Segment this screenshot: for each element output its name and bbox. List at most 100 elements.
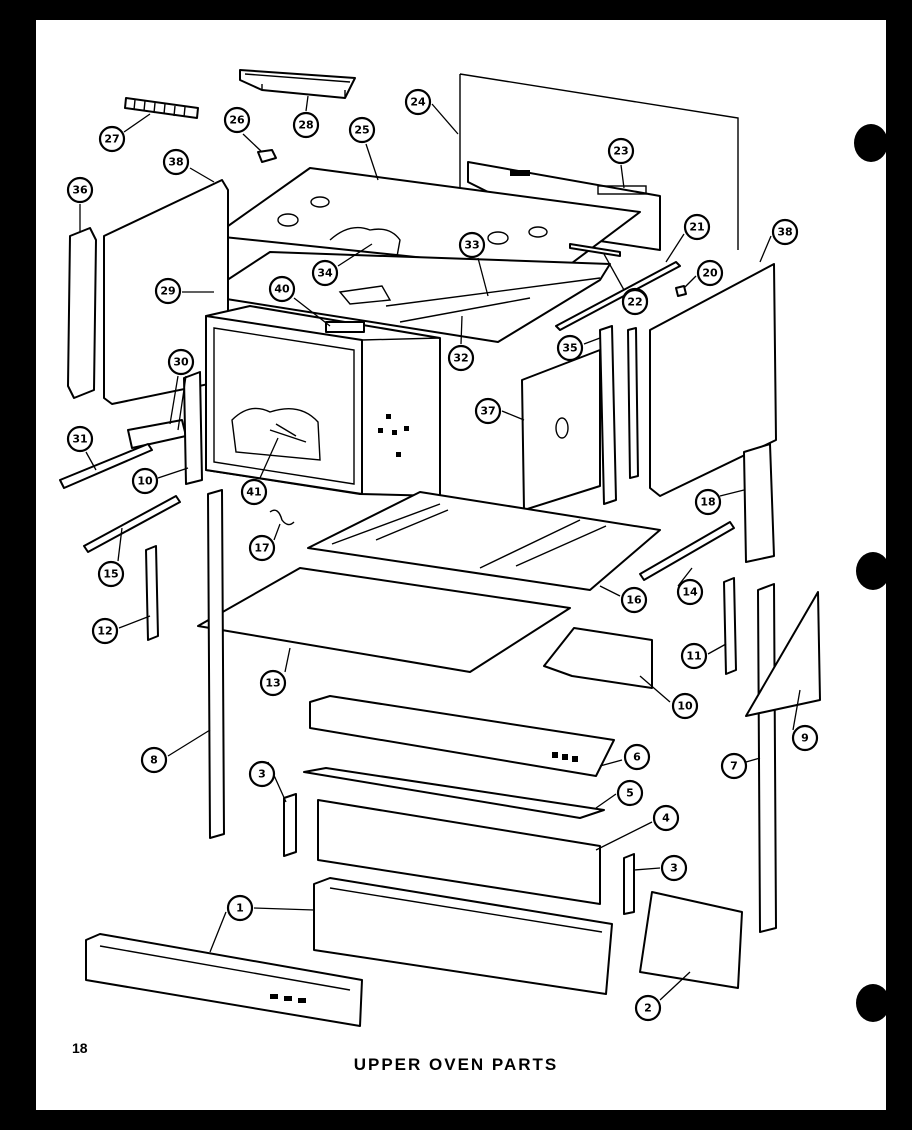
callout-number: 3 (258, 768, 266, 781)
part-2-access-plate (639, 891, 743, 989)
callout-10: 10 (131, 467, 159, 495)
callout-number: 12 (97, 625, 112, 638)
part-24-back-panel (459, 73, 739, 250)
callout-15: 15 (97, 560, 125, 588)
part-28-top-bracket (239, 69, 356, 99)
part-22-strip (569, 243, 621, 257)
part-1-control-panel (85, 933, 363, 1027)
callout-number: 17 (254, 542, 269, 555)
callout-number: 10 (137, 475, 153, 488)
callout-29: 29 (154, 277, 182, 305)
callout-33: 33 (458, 231, 486, 259)
part-16-oven-bottom (307, 491, 661, 591)
part-27-vent-strip (124, 97, 199, 119)
callout-18: 18 (694, 488, 722, 516)
callout-2: 2 (634, 994, 662, 1022)
callout-35: 35 (556, 334, 584, 362)
callout-13: 13 (259, 669, 287, 697)
part-36-left-trim (67, 227, 97, 399)
callout-number: 4 (662, 812, 670, 825)
callout-number: 7 (730, 760, 738, 773)
part-8-left-long-trim (207, 489, 225, 839)
part-21-side-strip (555, 261, 681, 331)
callout-38: 38 (162, 148, 190, 176)
part-14-strip (639, 521, 735, 581)
callout-number: 8 (150, 754, 158, 767)
part-10-lower-channel (543, 627, 653, 689)
callout-14: 14 (676, 578, 704, 606)
callout-31: 31 (66, 425, 94, 453)
callout-number: 22 (627, 296, 642, 309)
callout-number: 37 (480, 405, 495, 418)
callout-number: 33 (464, 239, 479, 252)
callout-number: 38 (777, 226, 792, 239)
part-12-bracket (145, 545, 159, 641)
callout-number: 38 (168, 156, 183, 169)
callout-27: 27 (98, 125, 126, 153)
part-13-bottom-panel (197, 567, 571, 673)
callout-8: 8 (140, 746, 168, 774)
callout-number: 20 (702, 267, 718, 280)
callout-number: 36 (72, 184, 88, 197)
leader-lines (79, 95, 801, 1001)
callout-6: 6 (623, 743, 651, 771)
callout-number: 9 (801, 732, 809, 745)
part-38-right-side-panel (649, 263, 777, 497)
part-3-left-bracket (283, 793, 297, 857)
callout-number: 3 (670, 862, 678, 875)
callout-number: 18 (700, 496, 715, 509)
part-17-spring (269, 509, 295, 526)
callout-10: 10 (671, 692, 699, 720)
callout-number: 28 (298, 119, 313, 132)
callout-4: 4 (652, 804, 680, 832)
part-18-channel (743, 443, 775, 563)
part-20-screw (675, 285, 687, 297)
binder-hole-top (854, 124, 888, 162)
callout-number: 21 (689, 221, 704, 234)
callout-number: 13 (265, 677, 280, 690)
callout-23: 23 (607, 137, 635, 165)
binder-hole-middle (856, 552, 890, 590)
callout-number: 2 (644, 1002, 652, 1015)
callout-number: 23 (613, 145, 628, 158)
callout-number: 24 (410, 96, 426, 109)
callout-number: 15 (103, 568, 118, 581)
part-40-bracket (325, 321, 365, 333)
callout-9: 9 (791, 724, 819, 752)
oven-liner (205, 305, 441, 497)
callout-38: 38 (771, 218, 799, 246)
callout-16: 16 (620, 586, 648, 614)
part-7-right-long-trim (757, 583, 777, 933)
callout-22: 22 (621, 288, 649, 316)
callout-37: 37 (474, 397, 502, 425)
callout-number: 11 (686, 650, 701, 663)
callout-21: 21 (683, 213, 711, 241)
callout-36: 36 (66, 176, 94, 204)
callout-1: 1 (226, 894, 254, 922)
part-5-strip (303, 767, 605, 819)
callout-number: 16 (626, 594, 642, 607)
part-6-front-rail (309, 695, 615, 777)
callout-number: 35 (562, 342, 577, 355)
callout-7: 7 (720, 752, 748, 780)
callout-3: 3 (248, 760, 276, 788)
callout-number: 34 (317, 267, 333, 280)
callout-17: 17 (248, 534, 276, 562)
callout-25: 25 (348, 116, 376, 144)
part-19-post (183, 371, 203, 485)
part-1-rear-rail (313, 877, 613, 995)
part-11-bracket (723, 577, 737, 675)
callout-number: 27 (104, 133, 119, 146)
callout-number: 29 (160, 285, 175, 298)
callout-number: 41 (246, 486, 261, 499)
part-25-top-panel (213, 167, 641, 273)
callout-12: 12 (91, 617, 119, 645)
callout-32: 32 (447, 344, 475, 372)
binder-hole-bottom (856, 984, 890, 1022)
callout-number: 14 (682, 586, 698, 599)
callout-20: 20 (696, 259, 724, 287)
diagram-title: UPPER OVEN PARTS (353, 1055, 559, 1074)
part-35-right-post (599, 325, 617, 505)
